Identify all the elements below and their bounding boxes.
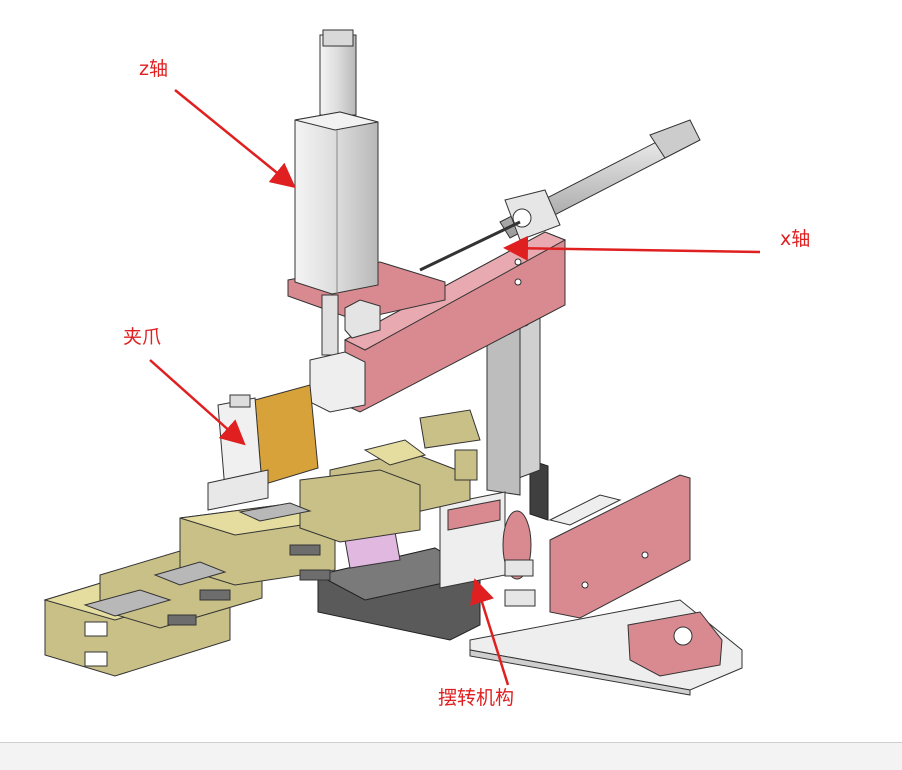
x-axis-label: x轴	[780, 228, 811, 250]
x-axis-beam	[343, 231, 567, 413]
side-plate	[548, 474, 691, 619]
z-axis-cylinder	[294, 29, 379, 356]
bottom-bar	[0, 742, 902, 770]
machine-assembly-drawing	[43, 29, 761, 696]
z-axis-label: z轴	[139, 58, 168, 80]
clamp-label: 夹爪	[123, 326, 162, 348]
base-plate	[469, 599, 743, 696]
x-axis-cylinder	[419, 119, 701, 272]
swing-mechanism-arrow	[470, 578, 510, 686]
fixture-array	[43, 449, 478, 677]
clamp-arrow	[149, 359, 246, 446]
x-axis-arrow	[503, 235, 761, 261]
swing-mechanism-label: 摆转机构	[438, 687, 515, 709]
swing-mechanism	[439, 491, 536, 607]
z-axis-arrow	[174, 89, 296, 189]
